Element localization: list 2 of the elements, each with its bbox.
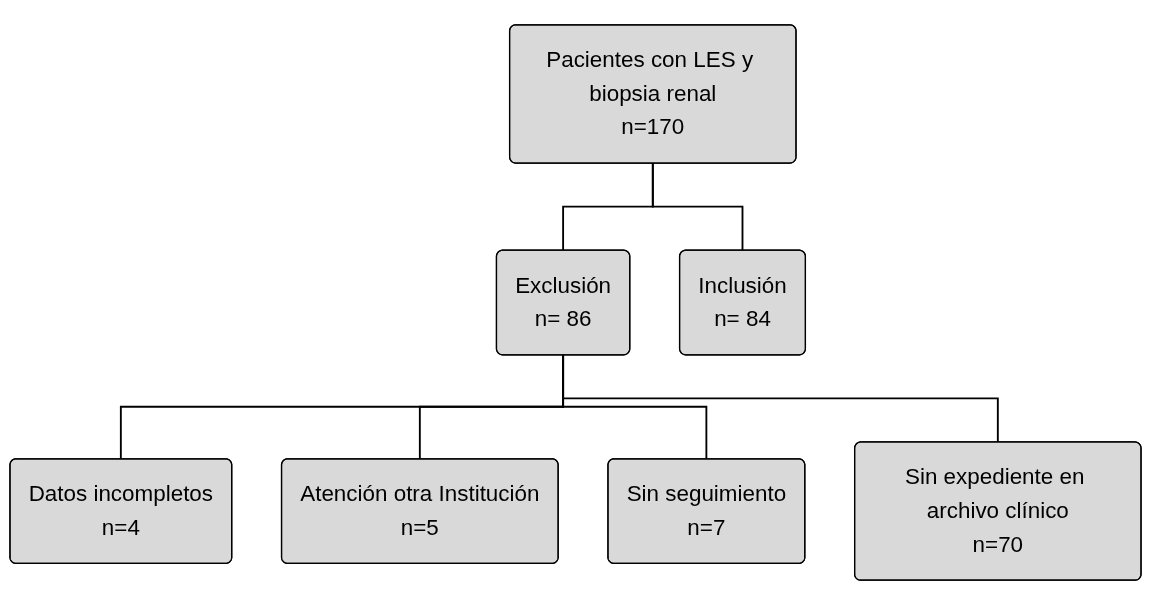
connector xyxy=(562,353,999,443)
connector xyxy=(651,162,744,252)
